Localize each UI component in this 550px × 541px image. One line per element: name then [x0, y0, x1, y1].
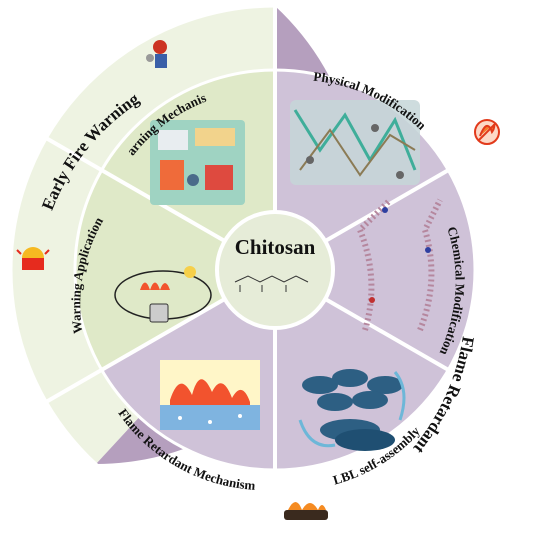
- physical-modification-illustration: [290, 100, 420, 185]
- burning-material-icon: [284, 502, 328, 520]
- warning-mechanism-illustration: [150, 120, 245, 205]
- fireman-icon: [146, 40, 167, 68]
- center-title: Chitosan: [235, 235, 316, 259]
- flame-icon: [474, 119, 500, 145]
- flame-retardant-mechanism-illustration: [160, 360, 260, 430]
- center-circle: [215, 210, 335, 330]
- chemical-modification-illustration: [356, 197, 443, 332]
- alarm-icon: [16, 247, 50, 270]
- chitosan-structure-icon: [234, 275, 309, 292]
- sector-lbl-self-assembly: [275, 270, 448, 470]
- warning-application-illustration: [114, 266, 212, 323]
- sector-warning-application: [75, 170, 276, 370]
- lbl-illustration: [298, 369, 406, 451]
